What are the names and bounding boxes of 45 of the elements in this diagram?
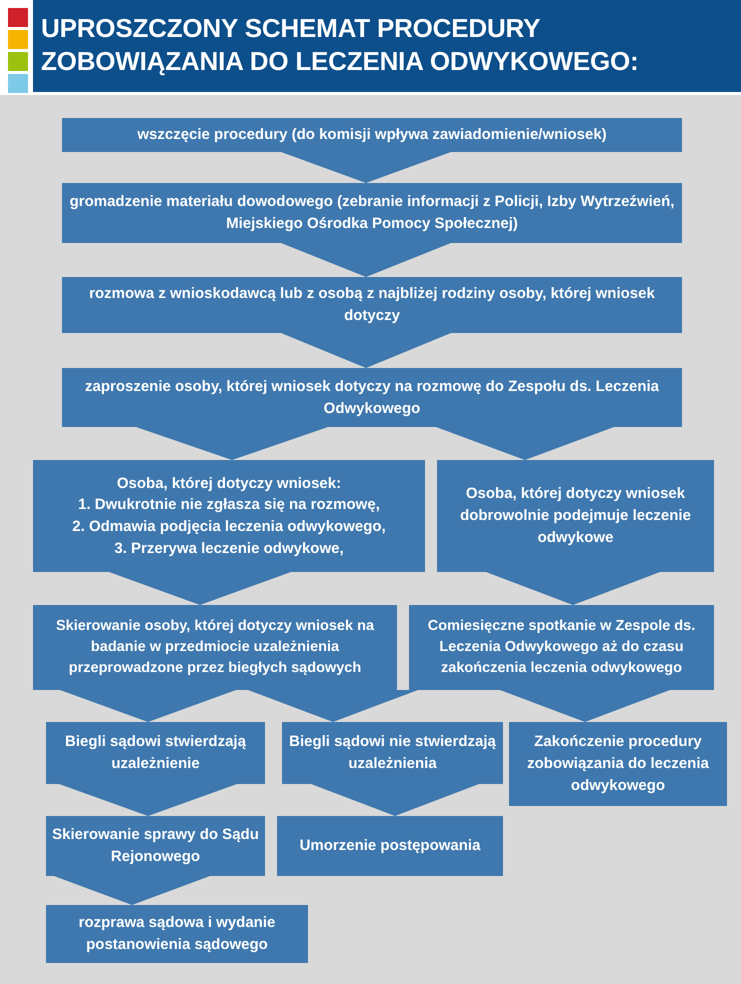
box-text: Skierowanie sprawy do Sądu Rejonowego [52,825,259,867]
box-text: Umorzenie postępowania [300,836,480,856]
process-box [62,368,682,427]
arrow [109,572,291,606]
process-box [282,722,503,784]
box-text: gromadzenie materiału dowodowego (zebranie informacji z Policji, Izby Wytrzeźwień, Miejskiego Ośrodka Pomocy Społecznej) [68,192,676,234]
box-text: 2. Odmawia podjęcia leczenia odwykowego, [72,517,386,537]
box-text: Comiesięczne spotkanie w Zespole ds. Leczenia Odwykowego aż do czasu zakończenia leczenia odwykowego [426,616,696,678]
arrow [136,426,328,460]
box-text: rozprawa sądowa i wydanie postanowienia sądowego [78,913,276,955]
arrow [59,784,237,816]
arrow [281,152,451,184]
process-box [277,816,503,876]
box-text: 3. Przerywa leczenie odwykowe, [114,538,344,559]
box-text: rozmowa z wnioskodawcą lub z osobą z najbliżej rodziny osoby, której wniosek dotyczy [88,284,656,326]
arrow [311,784,479,816]
process-box [46,722,265,784]
process-box [62,277,682,333]
arrow [60,690,236,722]
arrow [486,572,660,606]
title: UPROSZCZONY SCHEMAT PROCEDURY ZOBOWIĄZANIA DO LECZENIA ODWYKOWEGO: [41,12,640,78]
box-text: Biegli sądowi stwierdzają uzależnienie [64,732,247,774]
box-text: Osoba, której dotyczy wniosek dobrowolnie podejmuje leczenie odwykowe [459,484,692,548]
box-text: Skierowanie osoby, której dotyczy wniosek na badanie w przedmiocie uzależnienia przeprowadzone przez biegłych sądowych [54,616,376,678]
process-box [409,605,714,690]
box-text: Zakończenie procedury zobowiązania do leczenia odwykowego [526,732,710,796]
box-text: Osoba, której dotyczy wniosek: [116,474,342,494]
process-box [509,722,727,806]
process-box [46,905,308,963]
process-box [62,183,682,243]
box-text: wszczęcie procedury (do komisji wpływa zawiadomienie/wniosek) [137,125,607,146]
process-box [33,605,397,690]
box-text: zaproszenie osoby, której wniosek dotyczy na rozmowę do Zespołu ds. Leczenia Odwykowego [84,376,660,418]
arrow [54,876,210,906]
arrow [500,690,670,722]
process-box [46,816,265,876]
process-box [33,460,425,572]
arrow [248,690,418,722]
process-box [62,118,682,152]
process-box [437,460,714,572]
arrow [436,426,614,460]
arrow [281,242,451,278]
box-text: Biegli sądowi nie stwierdzają uzależnienia [288,732,497,774]
box-text: 1. Dwukrotnie nie zgłasza się na rozmowę, [78,495,380,516]
arrow [281,332,451,368]
